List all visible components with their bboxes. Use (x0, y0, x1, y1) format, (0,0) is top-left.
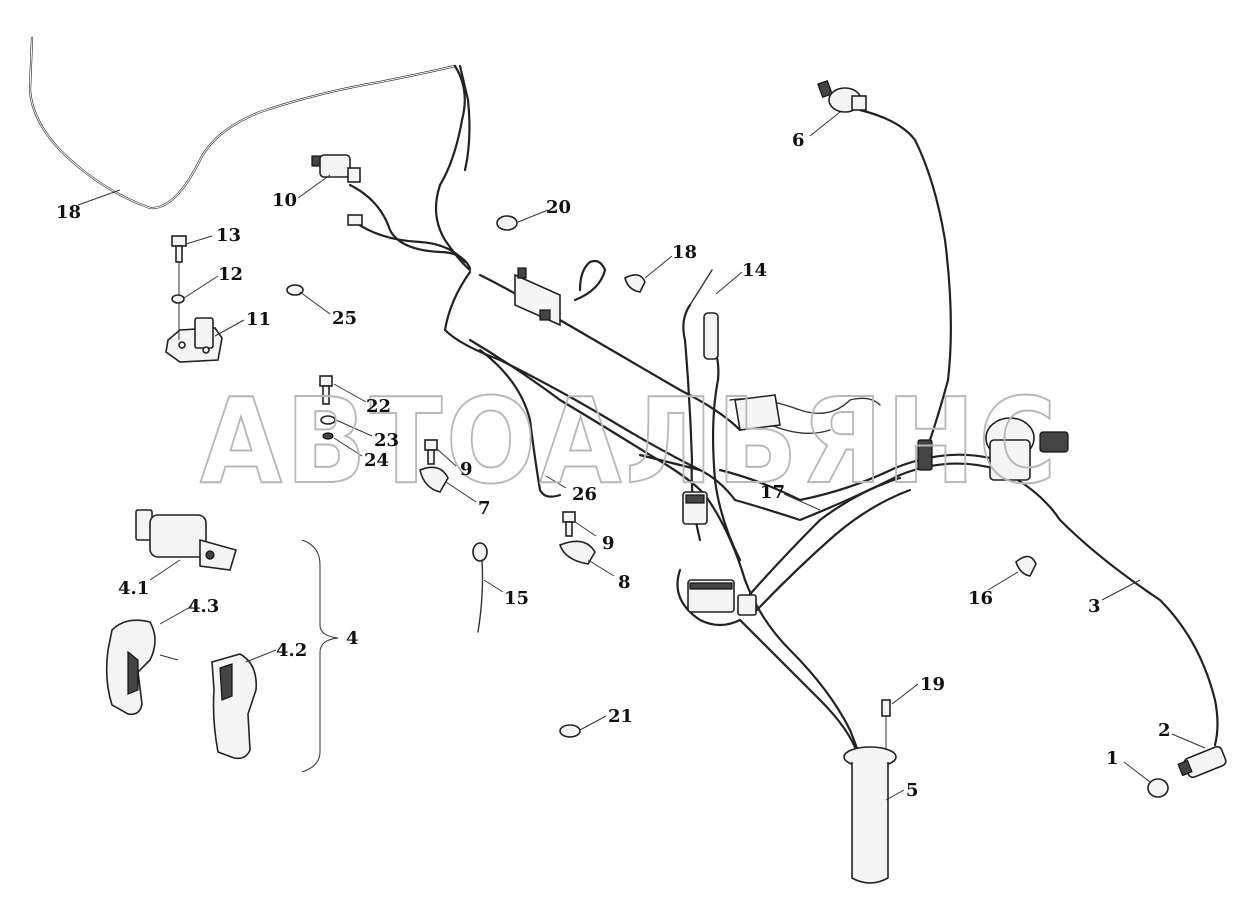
callout-4: 4 (346, 628, 359, 649)
callout-26: 26 (572, 484, 597, 505)
callout-14: 14 (742, 260, 767, 281)
washer-24 (322, 432, 334, 440)
callout-2: 2 (1158, 720, 1171, 741)
connector-2 (1177, 745, 1227, 779)
clip-16 (1015, 555, 1037, 577)
callout-1: 1 (1106, 748, 1119, 769)
o-ring-1 (1147, 778, 1169, 798)
callout-4-2: 4.2 (276, 640, 307, 661)
callout-23: 23 (374, 430, 399, 451)
connector-block-left (682, 491, 708, 525)
connector-block-17 (687, 579, 757, 616)
grommet-5 (843, 746, 897, 884)
callout-labels: 18 10 20 13 12 11 25 18 14 6 22 23 24 9 … (56, 130, 1171, 801)
callout-18-clip: 18 (672, 242, 697, 263)
callout-21: 21 (608, 706, 633, 727)
callout-24: 24 (364, 450, 389, 471)
harness-wires (28, 36, 1219, 767)
clip-7 (419, 439, 449, 493)
callout-12: 12 (218, 264, 243, 285)
callout-10: 10 (272, 190, 297, 211)
sensor-10 (311, 154, 363, 226)
watermark: АВТОАЛЬЯНС (200, 372, 1060, 510)
ring-20 (496, 215, 518, 231)
bracket-mid (734, 394, 781, 431)
sensor-6 (817, 79, 867, 113)
handle-4-3 (105, 619, 179, 716)
callout-19: 19 (920, 674, 945, 695)
callout-17: 17 (760, 482, 785, 503)
clip-18 (624, 274, 646, 293)
callout-9-lower: 9 (602, 533, 615, 554)
callout-13: 13 (216, 225, 241, 246)
callout-25: 25 (332, 308, 357, 329)
tube-14 (689, 269, 719, 360)
callout-3: 3 (1088, 596, 1101, 617)
tie-15 (472, 542, 488, 633)
callout-7: 7 (478, 498, 491, 519)
ring-21 (559, 724, 581, 738)
pin-19 (881, 699, 891, 755)
callout-8: 8 (618, 572, 631, 593)
washer-25 (286, 284, 304, 296)
harness-parts (105, 79, 1227, 884)
bracket-11 (165, 317, 223, 363)
relay-right (985, 417, 1069, 481)
callout-4-1: 4.1 (118, 578, 149, 599)
callout-6: 6 (792, 130, 805, 151)
callout-4-3: 4.3 (188, 596, 219, 617)
ignition-lock-4-1 (135, 509, 238, 571)
callout-5: 5 (906, 780, 919, 801)
junction-block (514, 267, 561, 327)
callout-20: 20 (546, 197, 571, 218)
callout-15: 15 (504, 588, 529, 609)
callout-16: 16 (968, 588, 993, 609)
bolt-13 (171, 235, 187, 340)
washer-23 (320, 415, 336, 425)
callout-11: 11 (246, 309, 271, 330)
callout-9-upper: 9 (460, 459, 473, 480)
group-bracket-4 (301, 539, 339, 773)
clip-8 (559, 511, 596, 565)
leader-lines (77, 111, 1206, 801)
handle-4-2 (211, 653, 257, 760)
callout-22: 22 (366, 396, 391, 417)
callout-18-antenna: 18 (56, 202, 81, 223)
bolt-22 (319, 375, 333, 405)
connector-mid (917, 439, 933, 471)
washer-12 (171, 294, 185, 304)
